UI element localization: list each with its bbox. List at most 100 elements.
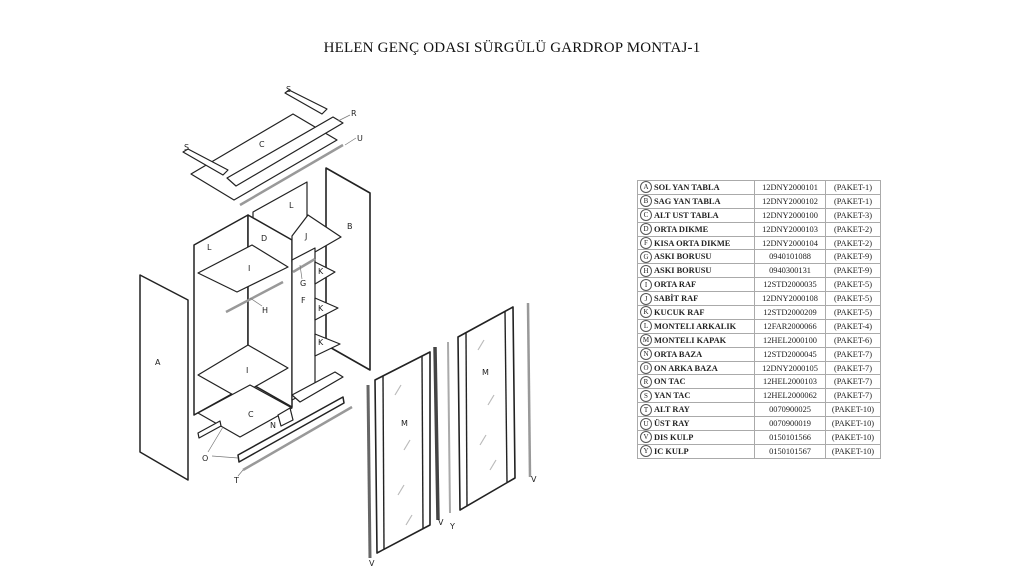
right-side-panel-b	[325, 167, 371, 371]
part-code: 12DNY2000102	[754, 193, 826, 209]
part-letter-badge: O	[640, 362, 652, 375]
part-package: (PAKET-7)	[825, 388, 881, 404]
part-letter-badge: V	[640, 431, 652, 444]
part-package: (PAKET-1)	[825, 180, 881, 195]
part-code: 12DNY2000103	[754, 221, 826, 237]
bottom-rail-t	[242, 405, 353, 472]
label-c: C	[259, 140, 265, 149]
side-crown-s-right	[284, 89, 328, 115]
sliding-door-m-2	[457, 306, 516, 511]
door-frame-line	[421, 355, 424, 530]
label-m: M	[401, 419, 408, 428]
bottom-board-c	[197, 384, 293, 438]
part-code: 12DNY2000100	[754, 207, 826, 223]
part-code: 0070900019	[754, 416, 826, 432]
part-package: (PAKET-4)	[825, 318, 881, 334]
part-package: (PAKET-2)	[825, 235, 881, 251]
part-package: (PAKET-7)	[825, 374, 881, 390]
mid-base-n	[277, 407, 294, 427]
part-code: 12STD2000045	[754, 346, 826, 362]
part-code: 12HEL2000100	[754, 332, 826, 348]
label-o: O	[202, 454, 208, 463]
part-letter-cell: C	[637, 207, 652, 223]
part-letter-badge: C	[640, 209, 652, 222]
part-code: 12HEL2000062	[754, 388, 826, 404]
part-code: 0070900025	[754, 402, 826, 418]
part-name: ALT RAY	[652, 402, 755, 418]
label-n: N	[270, 421, 276, 430]
label-i: I	[248, 264, 250, 273]
label-h: H	[262, 306, 268, 315]
part-letter-badge: I	[640, 278, 652, 291]
label-f: F	[301, 296, 306, 305]
part-name: ASKI BORUSU	[652, 249, 755, 265]
part-letter-cell: H	[637, 263, 652, 279]
part-letter-cell: S	[637, 388, 652, 404]
part-letter-badge: N	[640, 348, 652, 361]
part-letter-badge: L	[640, 320, 652, 333]
part-letter-cell: R	[637, 374, 652, 390]
part-letter-cell: G	[637, 249, 652, 265]
label-g: G	[300, 279, 306, 288]
label-v: V	[438, 518, 444, 527]
part-name: ORTA BAZA	[652, 346, 755, 362]
part-package: (PAKET-6)	[825, 332, 881, 348]
part-package: (PAKET-10)	[825, 402, 881, 418]
label-u: U	[357, 134, 363, 143]
part-letter-badge: K	[640, 306, 652, 319]
part-letter-badge: D	[640, 223, 652, 236]
part-package: (PAKET-1)	[825, 193, 881, 209]
label-k: K	[318, 304, 324, 313]
part-package: (PAKET-5)	[825, 305, 881, 320]
part-code: 0940300131	[754, 263, 826, 279]
part-letter-cell: M	[637, 332, 652, 348]
part-letter-cell: L	[637, 318, 652, 334]
label-t: T	[233, 476, 239, 485]
part-letter-badge: H	[640, 264, 652, 277]
part-letter-cell: A	[637, 180, 652, 195]
label-v: V	[369, 559, 375, 568]
handle-v-1	[366, 384, 372, 559]
part-letter-cell: T	[637, 402, 652, 418]
sliding-door-m-1	[374, 351, 431, 554]
label-b: B	[347, 222, 353, 231]
part-letter-badge: R	[640, 375, 652, 388]
label-l: L	[289, 201, 294, 210]
label-v: V	[531, 475, 537, 484]
label-c: C	[248, 410, 254, 419]
front-crown-r	[226, 116, 344, 187]
part-letter-cell: U	[637, 416, 652, 432]
part-package: (PAKET-9)	[825, 263, 881, 279]
part-letter-badge: U	[640, 417, 652, 430]
door-frame-line	[382, 375, 385, 550]
part-package: (PAKET-9)	[825, 249, 881, 265]
label-s: S	[184, 143, 189, 152]
side-crown-s-left	[182, 148, 229, 176]
part-name: ALT UST TABLA	[652, 207, 755, 223]
part-name: SOL YAN TABLA	[652, 180, 755, 195]
part-code: 12STD2000035	[754, 277, 826, 293]
part-name: ON ARKA BAZA	[652, 360, 755, 376]
part-package: (PAKET-3)	[825, 207, 881, 223]
part-letter-badge: J	[640, 292, 652, 305]
part-name: MONTELI KAPAK	[652, 332, 755, 348]
rear-base	[291, 371, 344, 403]
handle-y	[447, 341, 451, 514]
part-package: (PAKET-2)	[825, 221, 881, 237]
part-letter-badge: B	[640, 195, 652, 208]
part-name: SAG YAN TABLA	[652, 193, 755, 209]
part-code: 12DNY2000104	[754, 235, 826, 251]
part-package: (PAKET-10)	[825, 416, 881, 432]
